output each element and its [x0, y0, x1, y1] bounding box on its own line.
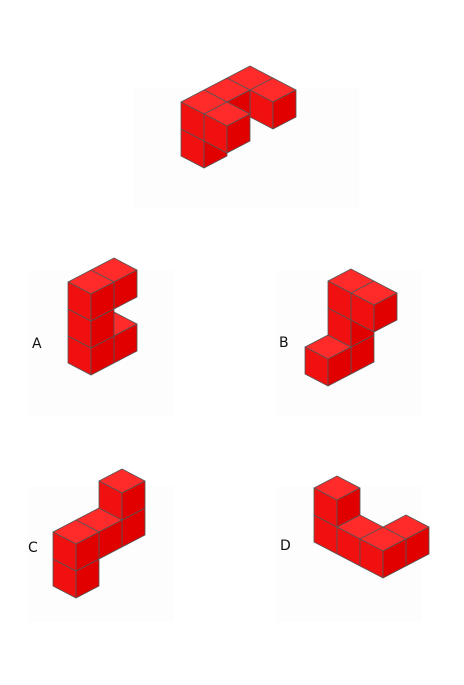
cube-right-face	[121, 480, 146, 521]
option-b-label[interactable]: B	[279, 335, 289, 351]
cube-right-face	[336, 487, 361, 528]
cube-right-face	[226, 113, 251, 154]
option-c-shape[interactable]	[52, 468, 146, 599]
option-d-shape[interactable]	[313, 475, 430, 579]
option-a-shape[interactable]	[67, 257, 138, 376]
option-a-label[interactable]: A	[32, 336, 42, 352]
cube-right-face	[90, 281, 115, 322]
cube-right-face	[272, 89, 297, 130]
cube-right-face	[382, 538, 407, 579]
option-b-shape[interactable]	[304, 268, 398, 387]
reference-shape	[180, 65, 297, 169]
cube-right-face	[75, 531, 100, 572]
option-d-label[interactable]: D	[280, 538, 291, 554]
cube-right-face	[373, 292, 398, 333]
option-c-label[interactable]: C	[28, 540, 38, 556]
cube-right-face	[327, 346, 352, 387]
